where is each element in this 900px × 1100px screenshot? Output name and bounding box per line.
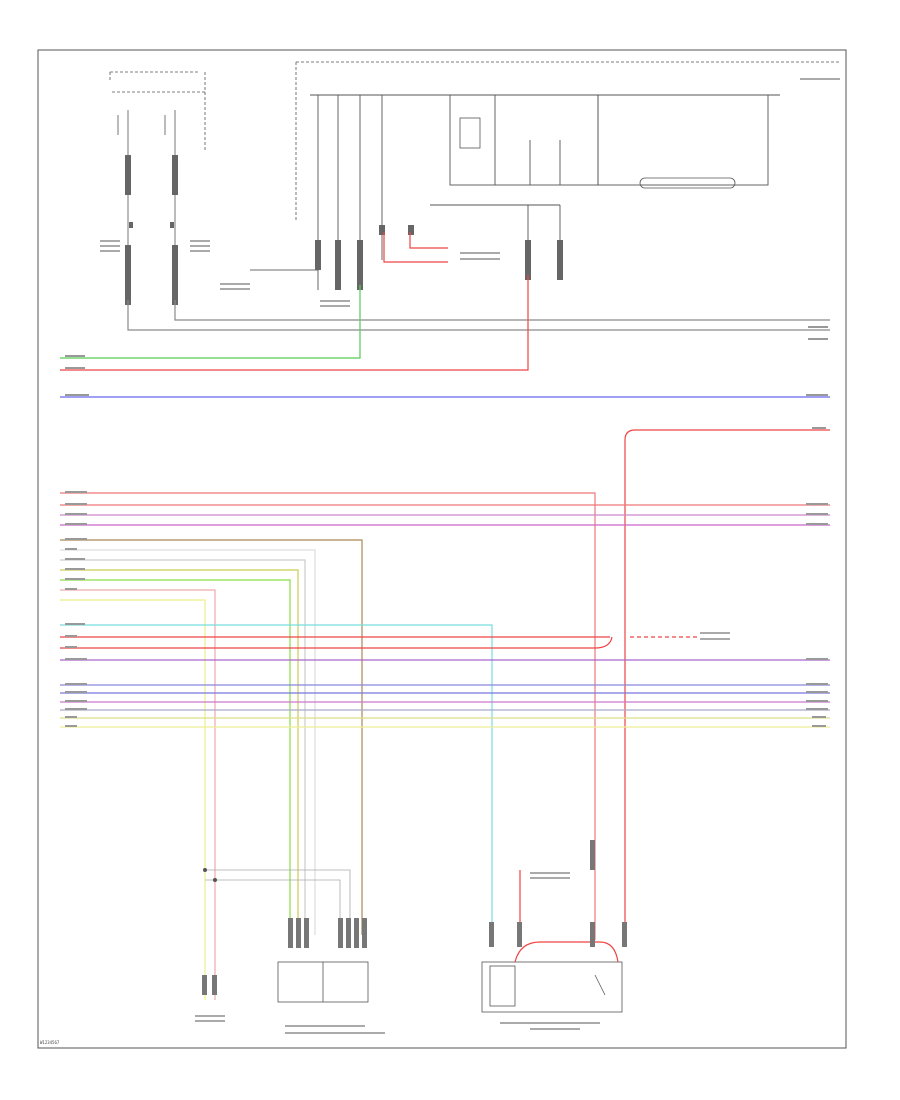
switch-module-bottom-center [277,918,369,1003]
middle-harness [60,492,830,1000]
red-feed-top [60,232,529,371]
fuse-relay-section [109,61,840,300]
wire-labels-left [65,355,89,727]
top-bus-drops [310,94,780,290]
wire-red-right-drop [624,429,830,940]
module-bottom-right [481,840,627,1013]
module-boxes-top [459,117,736,189]
connector-pins-center [315,225,563,290]
wire-labels-right [806,326,828,727]
connector-pins-left [125,155,178,305]
diagram-code: W1234567 [40,1040,60,1045]
sensor-bottom-left [202,868,351,995]
diagram-border [37,49,847,1049]
component-label-blocks [100,78,840,1034]
